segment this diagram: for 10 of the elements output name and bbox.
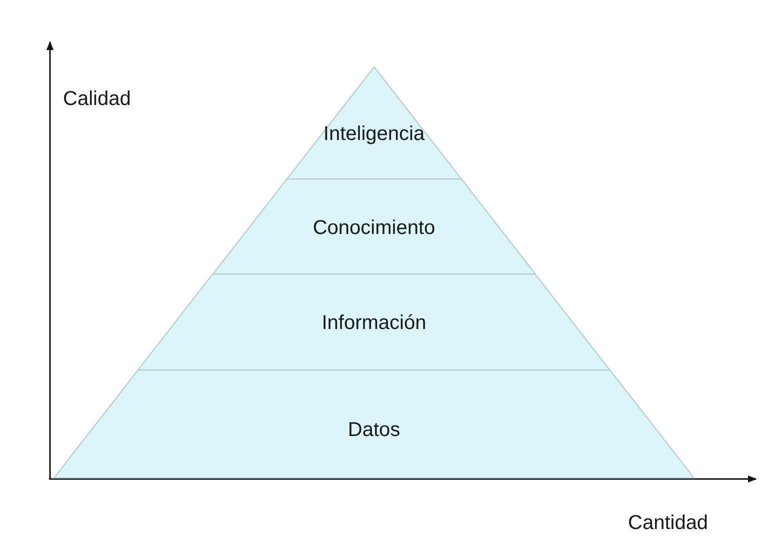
tier-label: Datos: [346, 419, 402, 442]
tier-label: Conocimiento: [312, 217, 436, 240]
pyramid-tier: [54, 370, 694, 478]
pyramid-tier: [286, 67, 462, 179]
tier-label: Información: [320, 312, 428, 335]
axis-label: Cantidad: [628, 512, 708, 535]
tier-label: Inteligencia: [322, 123, 426, 146]
axis-label: Calidad: [63, 88, 131, 111]
pyramid-tier: [212, 179, 536, 274]
pyramid-tier: [138, 274, 610, 370]
